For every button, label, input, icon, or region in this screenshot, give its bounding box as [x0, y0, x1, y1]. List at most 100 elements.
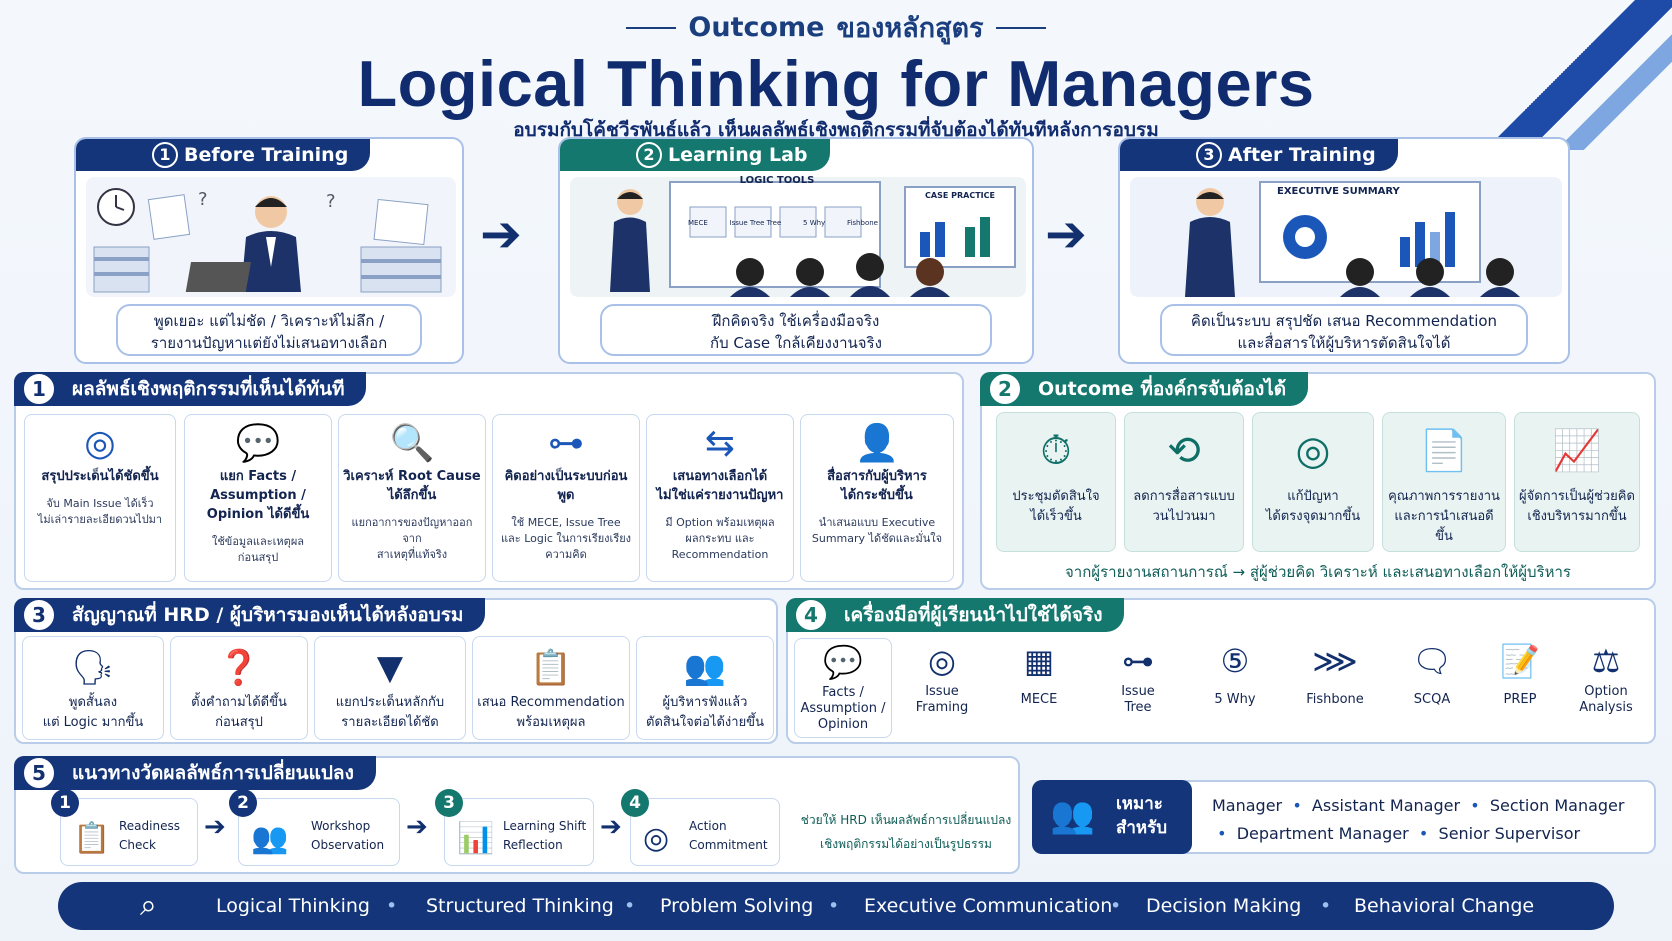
- step-arrow-icon: ➔: [204, 812, 226, 842]
- audience-box: 👥 เหมาะสำหรับ Manager • Assistant Manage…: [1032, 780, 1656, 854]
- board-title: LOGIC TOOLS: [739, 175, 815, 186]
- signal-card: ❓ตั้งคำถามได้ดีขึ้นก่อนสรุป: [170, 636, 308, 740]
- card-desc: แยกอาการของปัญหาออกจาก: [351, 516, 473, 545]
- tool-item: ⋙Fishbone: [1286, 638, 1384, 724]
- section-title: แนวทางวัดผลลัพธ์การเปลี่ยนแปลง: [72, 762, 354, 784]
- growth-icon: 📈: [1552, 428, 1602, 474]
- step-label-line: Observation: [311, 838, 385, 852]
- board-item: Fishbone: [846, 219, 878, 227]
- card-desc: ผลกระทบ และ: [685, 532, 755, 545]
- presenter-icon: 👤: [854, 423, 900, 464]
- keyword: Structured Thinking: [426, 895, 614, 917]
- header: Outcome ของหลักสูตร Logical Thinking for…: [0, 6, 1672, 145]
- corner-decoration: [1482, 0, 1672, 150]
- separator-dot: •: [1110, 895, 1122, 917]
- tool-label: Issue: [925, 684, 959, 699]
- keyword: Problem Solving: [660, 895, 814, 917]
- stage-number: 2: [636, 142, 662, 168]
- keyword-bar: ⌕ Logical Thinking • Structured Thinking…: [58, 882, 1614, 930]
- behavior-card: ⇆เสนอทางเลือกได้ไม่ใช่แค่รายงานปัญหามี O…: [646, 414, 794, 582]
- card-label: คุณภาพการรายงาน: [1388, 489, 1500, 504]
- chart-up-icon: 📊: [457, 821, 495, 856]
- card-heading: คิดอย่างเป็นระบบก่อนพูด: [504, 469, 628, 503]
- step-number: 4: [621, 789, 649, 817]
- step-number: 1: [51, 789, 79, 817]
- board-item: 5 Why: [803, 219, 826, 227]
- tree-icon: ⊶: [1122, 642, 1154, 680]
- signpost-icon: ⇆: [704, 423, 736, 464]
- card-label: เชิงบริหารมากขึ้น: [1527, 509, 1627, 524]
- section-title: สัญญาณที่ HRD / ผู้บริหารมองเห็นได้หลังอ…: [72, 604, 464, 626]
- stage-tab: 2 Learning Lab: [560, 139, 830, 171]
- tool-label: Fishbone: [1306, 692, 1364, 707]
- card-label: ได้เร็วขึ้น: [1030, 509, 1082, 524]
- speech-icon: 🗨: [1411, 642, 1453, 680]
- card-label: ประชุมตัดสินใจ: [1012, 489, 1100, 504]
- audience-label-line: เหมาะ: [1116, 794, 1163, 814]
- signal-card: 👥ผู้บริหารฟังแล้วตัดสินใจต่อได้ง่ายขึ้น: [636, 636, 774, 740]
- report-icon: 📄: [1419, 428, 1469, 474]
- step-label-line: Reflection: [503, 838, 563, 852]
- card-desc: ใช้ MECE, Issue Tree: [511, 516, 621, 529]
- stage-label: Learning Lab: [668, 144, 808, 166]
- section-number: 2: [990, 374, 1020, 404]
- role: Manager: [1212, 796, 1283, 815]
- svg-text:?: ?: [326, 191, 336, 212]
- keyword: Decision Making: [1146, 895, 1302, 917]
- card-heading: ได้ลึกขึ้น: [387, 488, 437, 503]
- keyword: Executive Communication: [864, 895, 1113, 917]
- card-label: แต่ Logic มากขึ้น: [42, 715, 144, 730]
- chat-bubbles-icon: 💬: [823, 643, 863, 681]
- card-desc: สาเหตุที่แท้จริง: [376, 548, 448, 561]
- card-heading: Opinion ได้ดีขึ้น: [206, 507, 310, 522]
- outcome-card: ⏱ ประชุมตัดสินใจได้เร็วขึ้น: [996, 412, 1116, 552]
- tool-item: 📝PREP: [1480, 638, 1560, 724]
- tool-label: Tree: [1124, 700, 1152, 715]
- section-tab: 2 Outcome ที่องค์กรจับต้องได้: [980, 372, 1309, 406]
- keyword: Logical Thinking: [216, 895, 370, 917]
- step-arrow-icon: ➔: [406, 812, 428, 842]
- stage-label: After Training: [1228, 144, 1376, 166]
- step-label-line: Readiness: [119, 819, 180, 833]
- section-title: เครื่องมือที่ผู้เรียนนำไปใช้ได้จริง: [844, 604, 1103, 626]
- behavior-card: ◎สรุปประเด็นได้ชัดขึ้นจับ Main Issue ได้…: [24, 414, 176, 582]
- board-item: Issue Tree Tree: [729, 219, 782, 227]
- outcome-card: 📄คุณภาพการรายงานและการนำเสนอดีขึ้น: [1382, 412, 1506, 552]
- team-check-icon: 👥: [683, 648, 727, 688]
- caption-line-1: พูดเยอะ แต่ไม่ชัด / วิเคราะห์ไม่ลึก /: [153, 312, 385, 330]
- speaker-icon: 🗣: [71, 648, 115, 688]
- card-desc: นำเสนอแบบ Executive: [818, 516, 936, 529]
- tool-label: Assumption /: [800, 701, 886, 716]
- chat-icon: 💬: [235, 423, 281, 464]
- audience-label: เหมาะสำหรับ: [1116, 792, 1167, 840]
- section-title: Outcome ที่องค์กรจับต้องได้: [1038, 378, 1287, 400]
- step-label-line: Workshop: [311, 819, 371, 833]
- card-label: รายละเอียดได้ชัด: [341, 715, 439, 730]
- separator-dot: •: [386, 895, 398, 917]
- card-label: ตัดสินใจต่อได้ง่ายขึ้น: [646, 715, 764, 730]
- kicker: Outcome ของหลักสูตร: [626, 6, 1046, 49]
- card-label: เสนอ Recommendation: [477, 695, 625, 710]
- stopwatch-icon: ⏱: [1040, 428, 1072, 474]
- caption-line-2: กับ Case ใกล้เคียงงานจริง: [710, 334, 882, 352]
- card-desc: ไม่เล่ารายละเอียดวนไปมา: [37, 513, 163, 526]
- audience-label-line: สำหรับ: [1116, 818, 1168, 838]
- funnel-icon: ▼: [376, 648, 404, 688]
- role: Section Manager: [1489, 796, 1625, 815]
- card-desc: Recommendation: [671, 548, 769, 561]
- tool-label: Option: [1584, 684, 1628, 699]
- note-line: เชิงพฤติกรรมได้อย่างเป็นรูปธรรม: [820, 837, 992, 851]
